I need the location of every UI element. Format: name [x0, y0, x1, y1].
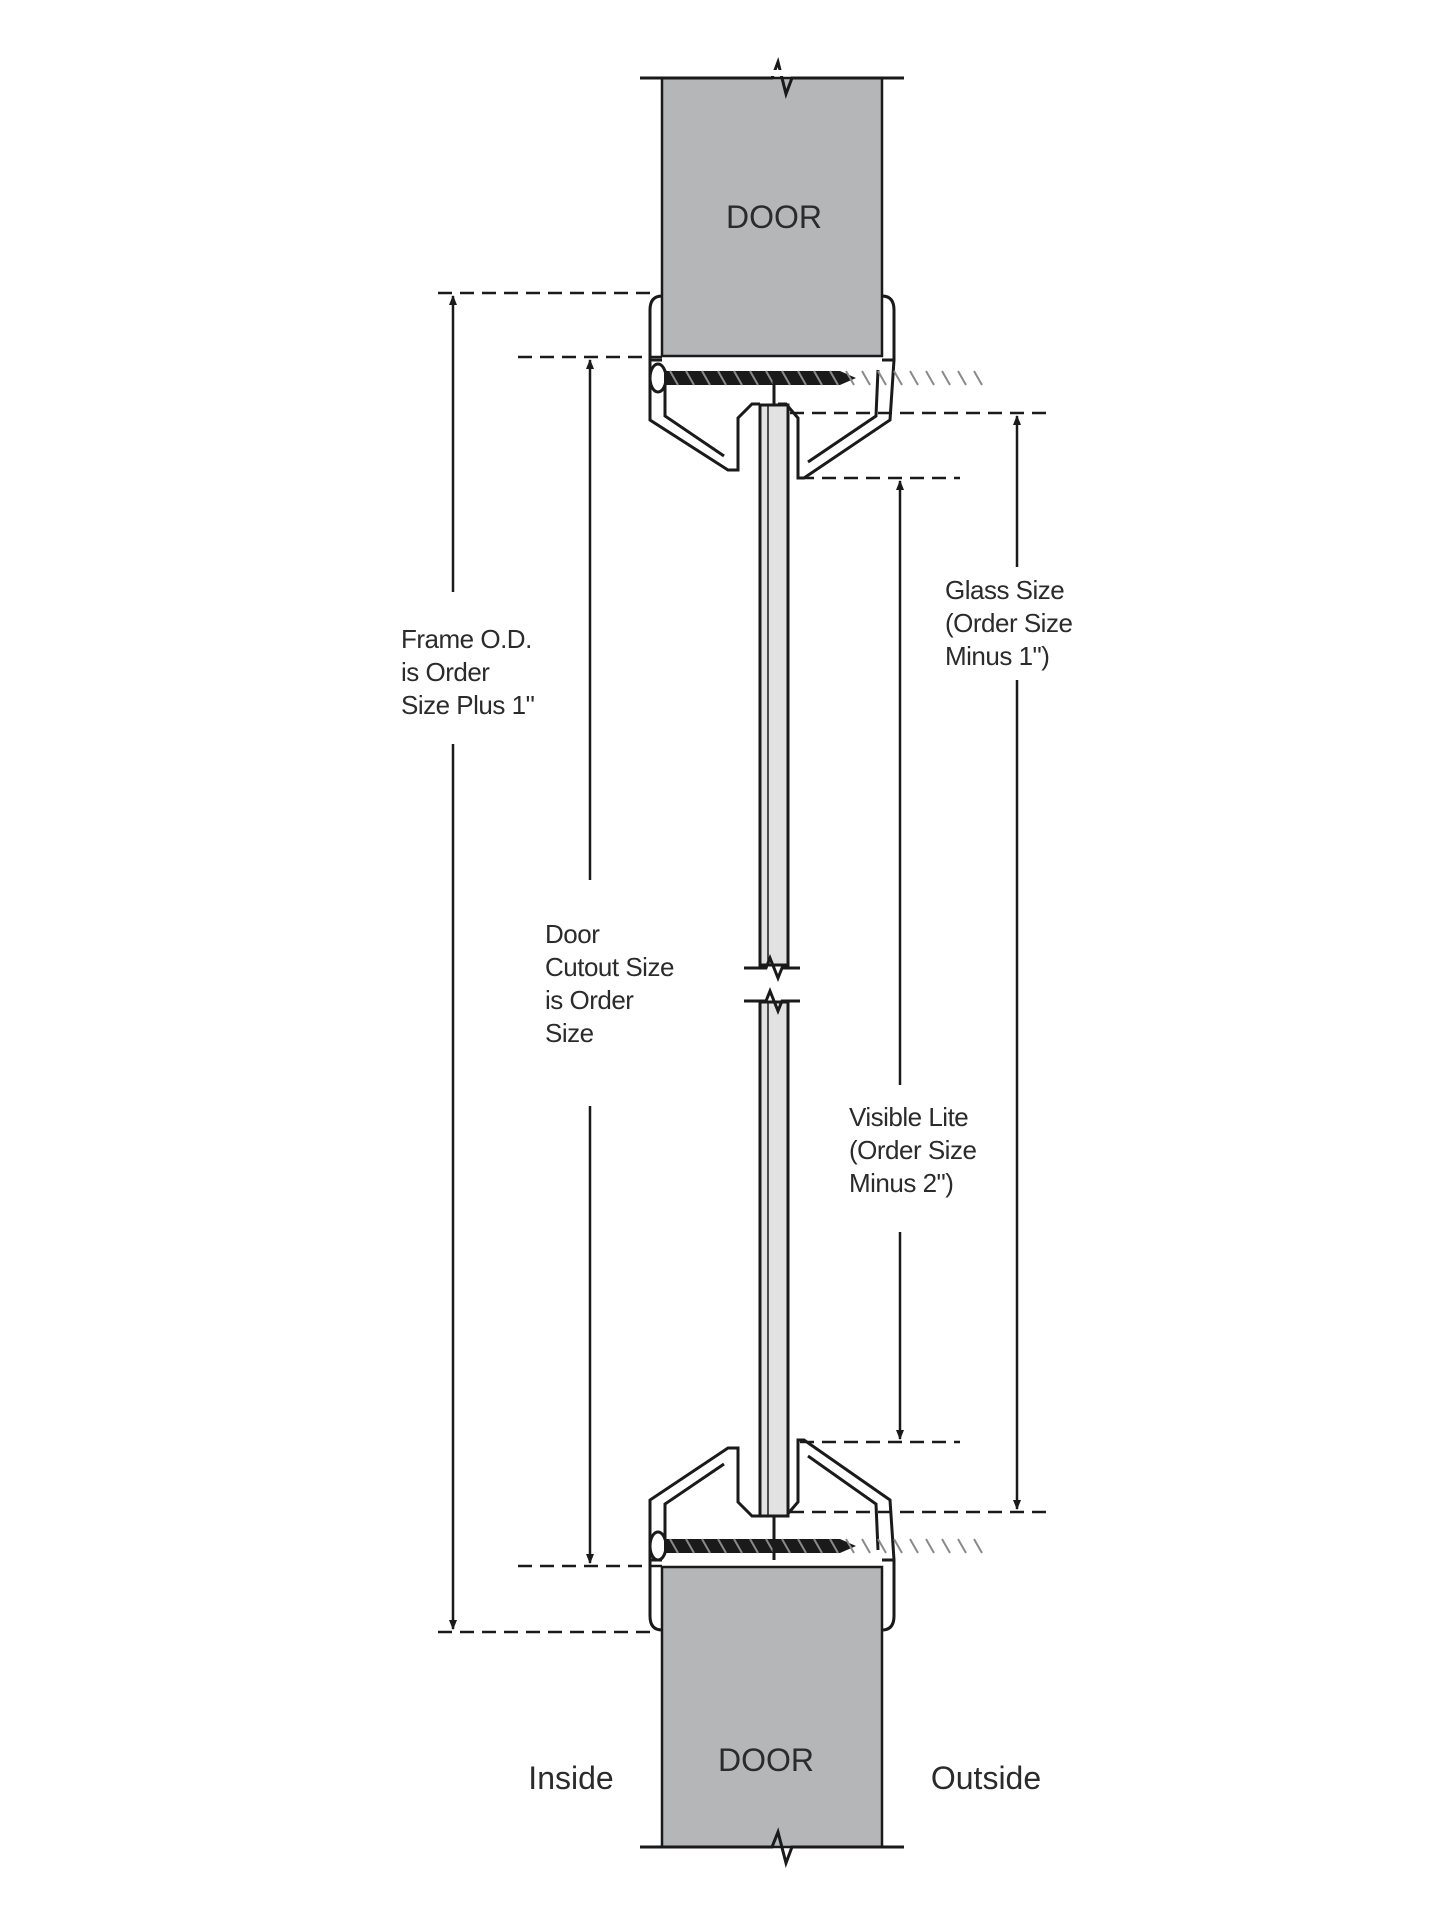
visible-lite-line-1: Visible Lite [849, 1102, 968, 1132]
frame-top-inside-profile [648, 360, 760, 472]
outside-label: Outside [931, 1760, 1041, 1796]
door-cutout-label: Door Cutout Size is Order Size [545, 919, 674, 1048]
glass-upper [758, 403, 790, 967]
door-cutout-line-4: Size [545, 1018, 594, 1048]
glass-break-lower [744, 986, 800, 1016]
door-top [640, 56, 904, 358]
frame-top [648, 294, 896, 480]
glass-size-label: Glass Size (Order Size Minus 1") [945, 575, 1073, 671]
frame-bottom-inside-clip [648, 1558, 663, 1632]
door-top-body [660, 76, 884, 358]
glass-size-line-1: Glass Size [945, 575, 1064, 605]
glass-size-line-2: (Order Size [945, 608, 1072, 638]
door-cutout-line-3: is Order [545, 985, 634, 1015]
door-top-label: DOOR [726, 199, 822, 235]
frame-od-line-3: Size Plus 1" [401, 690, 535, 720]
extension-lines [438, 291, 1052, 1634]
glass-break-upper [744, 953, 800, 983]
glass-pane [744, 380, 800, 1560]
door-bottom [640, 1565, 904, 1868]
screw-bottom [648, 1530, 983, 1562]
screw-top [648, 362, 983, 394]
visible-lite-line-3: Minus 2") [849, 1168, 953, 1198]
frame-top-inside-clip [648, 294, 663, 362]
visible-lite-label: Visible Lite (Order Size Minus 2") [849, 1102, 977, 1198]
door-cutout-line-1: Door [545, 919, 600, 949]
frame-bottom-outside-clip [881, 1558, 896, 1632]
frame-bottom-inside-profile [648, 1446, 760, 1560]
frame-top-outside-clip [881, 294, 896, 362]
frame-od-line-1: Frame O.D. [401, 624, 532, 654]
inside-label: Inside [528, 1760, 613, 1796]
door-top-break-line [640, 56, 904, 100]
frame-od-line-2: is Order [401, 657, 490, 687]
visible-lite-line-2: (Order Size [849, 1135, 976, 1165]
glass-lower [758, 1000, 790, 1518]
glass-size-line-3: Minus 1") [945, 641, 1049, 671]
door-cutout-line-2: Cutout Size [545, 952, 674, 982]
frame-od-label: Frame O.D. is Order Size Plus 1" [401, 624, 535, 720]
door-bottom-label: DOOR [718, 1742, 814, 1778]
door-bottom-break-line [640, 1827, 904, 1868]
door-bottom-body [660, 1565, 884, 1849]
